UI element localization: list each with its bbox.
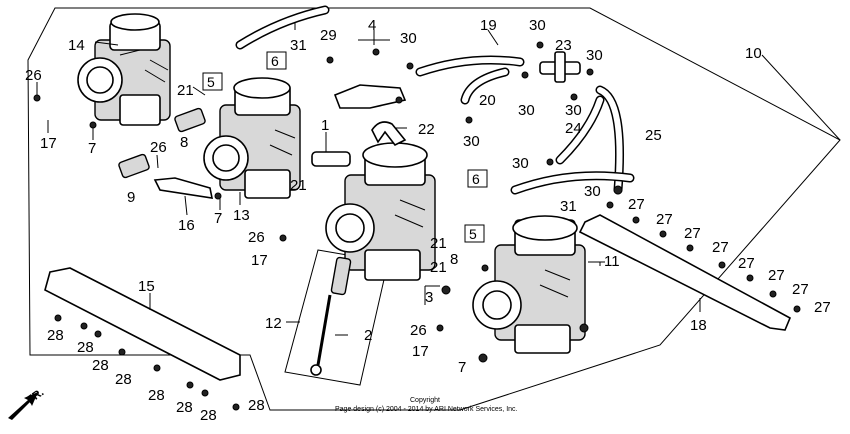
front-arrow-icon: FR.: [8, 386, 46, 420]
hose-20: [460, 67, 510, 105]
callout-27: 27: [684, 225, 701, 242]
callout-27: 27: [792, 281, 809, 298]
callout-17: 17: [251, 252, 268, 269]
carburetor-14: [77, 13, 171, 126]
callout-9: 9: [127, 189, 135, 206]
callout-27: 27: [814, 299, 831, 316]
callout-labels: 14 26 17 7 21 8 9 26 16 7 13 21 1 31 29 …: [25, 17, 831, 424]
callout-13: 13: [233, 207, 250, 224]
callout-27: 27: [656, 211, 673, 228]
callout-24: 24: [565, 120, 582, 137]
callout-4: 4: [368, 17, 376, 34]
box-label-6-top: [266, 51, 287, 70]
callout-26: 26: [25, 67, 42, 84]
callout-20: 20: [479, 92, 496, 109]
callout-28: 28: [176, 399, 193, 416]
callout-8: 8: [180, 134, 188, 151]
hose-24: [555, 95, 605, 165]
callout-8: 8: [450, 251, 458, 268]
callout-29: 29: [320, 27, 337, 44]
callout-10: 10: [745, 45, 762, 62]
callout-28: 28: [77, 339, 94, 356]
callout-30: 30: [400, 30, 417, 47]
box-label-5-top: [202, 72, 223, 91]
callout-28: 28: [148, 387, 165, 404]
copyright-line-2: Page design (c) 2004 - 2014 by ARI Netwo…: [335, 406, 518, 413]
callout-18: 18: [690, 317, 707, 334]
callout-28: 28: [248, 397, 265, 414]
box-label-6-top-text: 6: [271, 53, 279, 69]
link-1: [311, 151, 351, 167]
spring-8a: [174, 107, 206, 133]
shaft-2: [310, 256, 352, 376]
box-label-6-mid-text: 6: [472, 171, 480, 187]
callout-30: 30: [512, 155, 529, 172]
link-16: [153, 177, 214, 199]
callout-31: 31: [560, 198, 577, 215]
callout-30: 30: [586, 47, 603, 64]
copyright-line-1: Copyright: [410, 397, 440, 404]
callout-23: 23: [555, 37, 572, 54]
callout-28: 28: [200, 407, 217, 424]
callout-22: 22: [418, 121, 435, 138]
callout-15: 15: [138, 278, 155, 295]
bolts: [33, 41, 801, 411]
callout-19: 19: [480, 17, 497, 34]
leader-lines: [36, 22, 841, 336]
callout-30: 30: [529, 17, 546, 34]
plate-15: [44, 267, 241, 381]
hose-25: [595, 85, 624, 195]
callout-30: 30: [584, 183, 601, 200]
callout-27: 27: [628, 196, 645, 213]
hose-31-right: [510, 171, 635, 195]
callout-17: 17: [40, 135, 57, 152]
bracket-4: [333, 84, 407, 109]
callout-26: 26: [410, 322, 427, 339]
callout-30: 30: [565, 102, 582, 119]
joint-23: [539, 51, 581, 83]
callout-11: 11: [604, 253, 620, 270]
callout-25: 25: [645, 127, 662, 144]
callout-21: 21: [177, 82, 194, 99]
box-label-5-mid-text: 5: [469, 226, 477, 242]
box-label-5-mid: [464, 224, 485, 243]
callout-28: 28: [115, 371, 132, 388]
callout-2: 2: [364, 327, 372, 344]
callout-7: 7: [88, 140, 96, 157]
callout-30: 30: [518, 102, 535, 119]
hose-31-top: [235, 5, 330, 50]
callout-30: 30: [463, 133, 480, 150]
callout-21: 21: [290, 177, 307, 194]
box-label-6-mid: [467, 169, 488, 188]
callout-21: 21: [430, 259, 447, 276]
carburetor-center: [325, 142, 436, 281]
callout-7: 7: [458, 359, 466, 376]
callout-1: 1: [321, 117, 329, 134]
hose-19: [415, 55, 525, 77]
callout-31: 31: [290, 37, 307, 54]
box-label-5-top-text: 5: [207, 74, 215, 90]
callout-26: 26: [150, 139, 167, 156]
assembly-frame: [27, 7, 841, 411]
callout-3: 3: [425, 289, 433, 306]
callout-21: 21: [430, 235, 447, 252]
callout-28: 28: [92, 357, 109, 374]
carburetor-11: [472, 215, 586, 354]
callout-17: 17: [412, 343, 429, 360]
callout-7: 7: [214, 210, 222, 227]
callout-27: 27: [712, 239, 729, 256]
callout-16: 16: [178, 217, 195, 234]
callout-27: 27: [738, 255, 755, 272]
clamp-22: [371, 121, 407, 147]
callout-12: 12: [265, 315, 282, 332]
callout-14: 14: [68, 37, 85, 54]
spring-9: [118, 153, 150, 179]
plate-18: [578, 214, 792, 331]
callout-27: 27: [768, 267, 785, 284]
callout-26: 26: [248, 229, 265, 246]
callout-28: 28: [47, 327, 64, 344]
carburetor-13: [203, 77, 301, 199]
